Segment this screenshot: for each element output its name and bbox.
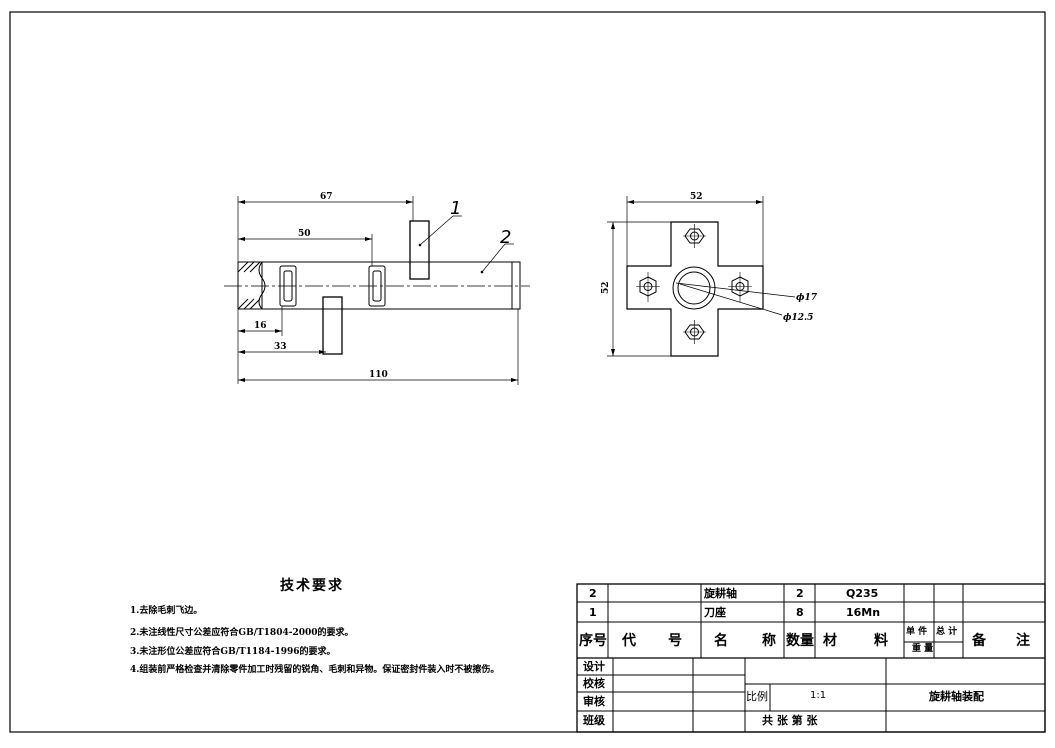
header-no: 序号 [579, 633, 607, 649]
header-material-a: 材 [823, 633, 837, 649]
label-design: 设计 [583, 660, 605, 673]
header-weight: 重 量 [912, 644, 934, 654]
label-review: 审核 [583, 695, 605, 708]
part-row-qty: 2 [796, 587, 804, 600]
dim-33: 33 [274, 342, 287, 352]
header-material-b: 料 [874, 633, 888, 649]
label-class: 班级 [583, 714, 605, 727]
part-row-no: 1 [589, 606, 597, 619]
part-row-no: 2 [589, 587, 597, 600]
dim-52-top: 52 [690, 192, 703, 202]
requirements-title: 技术要求 [280, 578, 344, 594]
dia-12-5-label: ϕ12.5 [783, 313, 813, 323]
dia-17-label: ϕ17 [796, 293, 818, 303]
header-unit-weight: 单 件 [906, 627, 928, 637]
requirement-item-1: 1.去除毛刺飞边。 [130, 606, 203, 616]
header-name-b: 称 [762, 633, 776, 649]
leader-label-1: 1 [450, 198, 461, 219]
label-check: 校核 [583, 677, 605, 690]
header-code-a: 代 [622, 633, 636, 649]
part-row-qty: 8 [796, 606, 804, 619]
drawing-name: 旋耕轴装配 [929, 690, 984, 703]
header-qty: 数量 [786, 633, 814, 649]
header-name-a: 名 [714, 633, 728, 649]
dim-16: 16 [254, 321, 267, 331]
sheet-count: 共 张 第 张 [762, 714, 818, 727]
scale-value: 1:1 [810, 690, 827, 701]
header-remark-b: 注 [1016, 633, 1030, 649]
dim-50: 50 [298, 229, 311, 239]
part-row-name: 旋耕轴 [704, 587, 737, 600]
dim-52-side: 52 [601, 281, 611, 294]
requirement-item-2: 2.未注线性尺寸公差应符合GB/T1804-2000的要求。 [130, 628, 354, 638]
side-view [607, 196, 796, 357]
requirement-item-3: 3.未注形位公差应符合GB/T1184-1996的要求。 [130, 647, 336, 657]
label-scale: 比例 [746, 690, 768, 703]
part-row-material: Q235 [846, 587, 879, 600]
part-row-material: 16Mn [846, 606, 881, 619]
sheet-border [9, 11, 1046, 733]
header-total-weight: 总 计 [936, 627, 958, 637]
leader-label-2: 2 [500, 227, 511, 248]
requirement-item-4: 4.组装前严格检查并清除零件加工时残留的锐角、毛刺和异物。保证密封件装入时不被擦… [130, 665, 500, 675]
dim-110: 110 [369, 370, 388, 380]
title-block-lines [576, 583, 1046, 733]
front-view [224, 196, 530, 385]
front-view-arrows [238, 200, 518, 382]
header-code-b: 号 [668, 633, 682, 649]
header-remark-a: 备 [972, 633, 986, 649]
side-view-arrows [611, 200, 763, 356]
part-row-name: 刀座 [704, 606, 726, 619]
dim-67: 67 [320, 192, 333, 202]
